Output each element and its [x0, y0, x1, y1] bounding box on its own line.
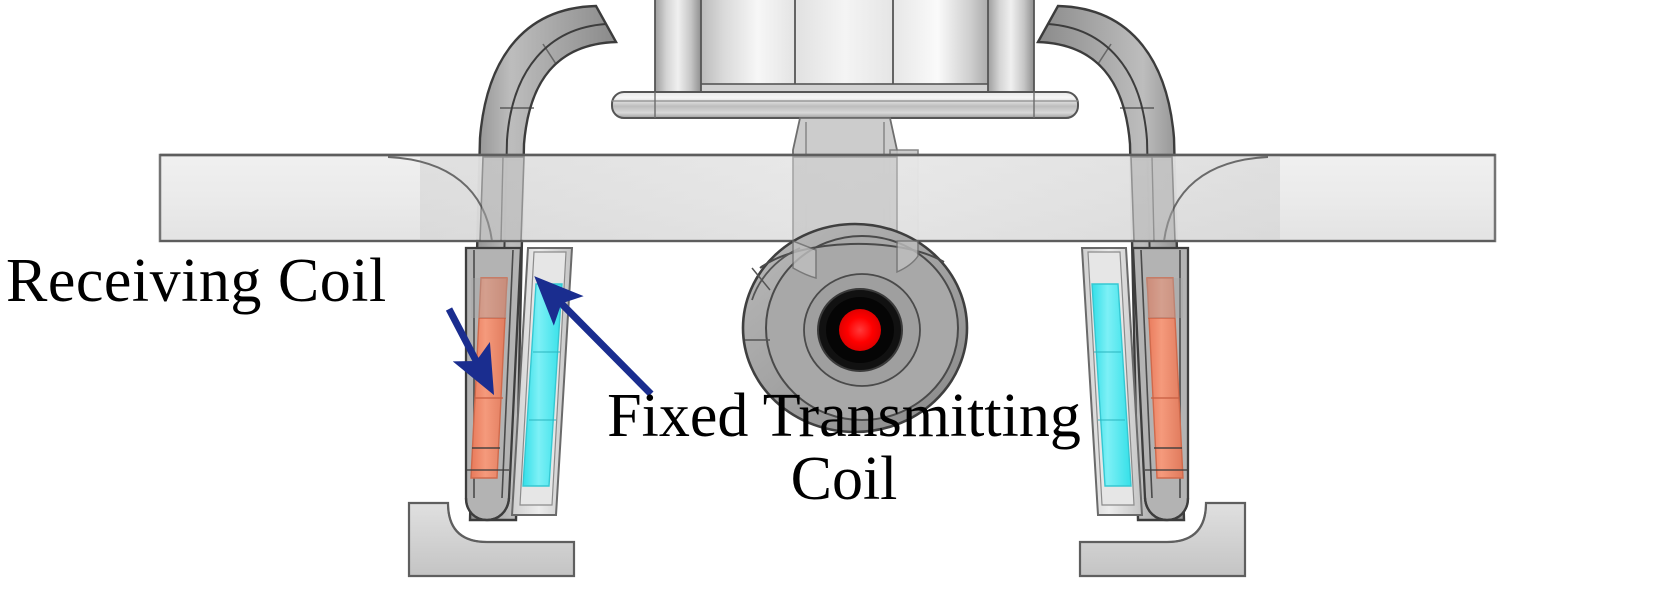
fixed-label-line-1: Fixed Transmitting: [607, 382, 1081, 450]
right-arm-through-plate: [1130, 156, 1176, 242]
sensor-head: [741, 222, 969, 434]
sensor-head-bracket: [792, 239, 919, 279]
fixed-label-line-2: Coil: [790, 445, 898, 514]
right-coil-rail: [1078, 246, 1247, 578]
central-cylinder: [699, 0, 991, 95]
lens-aperture: [817, 288, 903, 372]
right-base-bracket: [1078, 501, 1247, 578]
right-transmitting-coil: [1091, 283, 1132, 487]
flange-plate: [611, 91, 1079, 119]
left-arm-through-plate: [479, 156, 525, 242]
arrow-to-transmitting-coil: [534, 276, 654, 397]
fixed-transmitting-coil-label: Fixed Transmitting Coil: [556, 382, 1132, 514]
arrow-to-receiving-coil: [445, 307, 495, 396]
left-coil-rail: [407, 246, 576, 578]
receiving-coil-label: Receiving Coil: [6, 247, 387, 315]
left-base-bracket: [407, 501, 576, 578]
right-receiving-coil: [1146, 277, 1184, 479]
